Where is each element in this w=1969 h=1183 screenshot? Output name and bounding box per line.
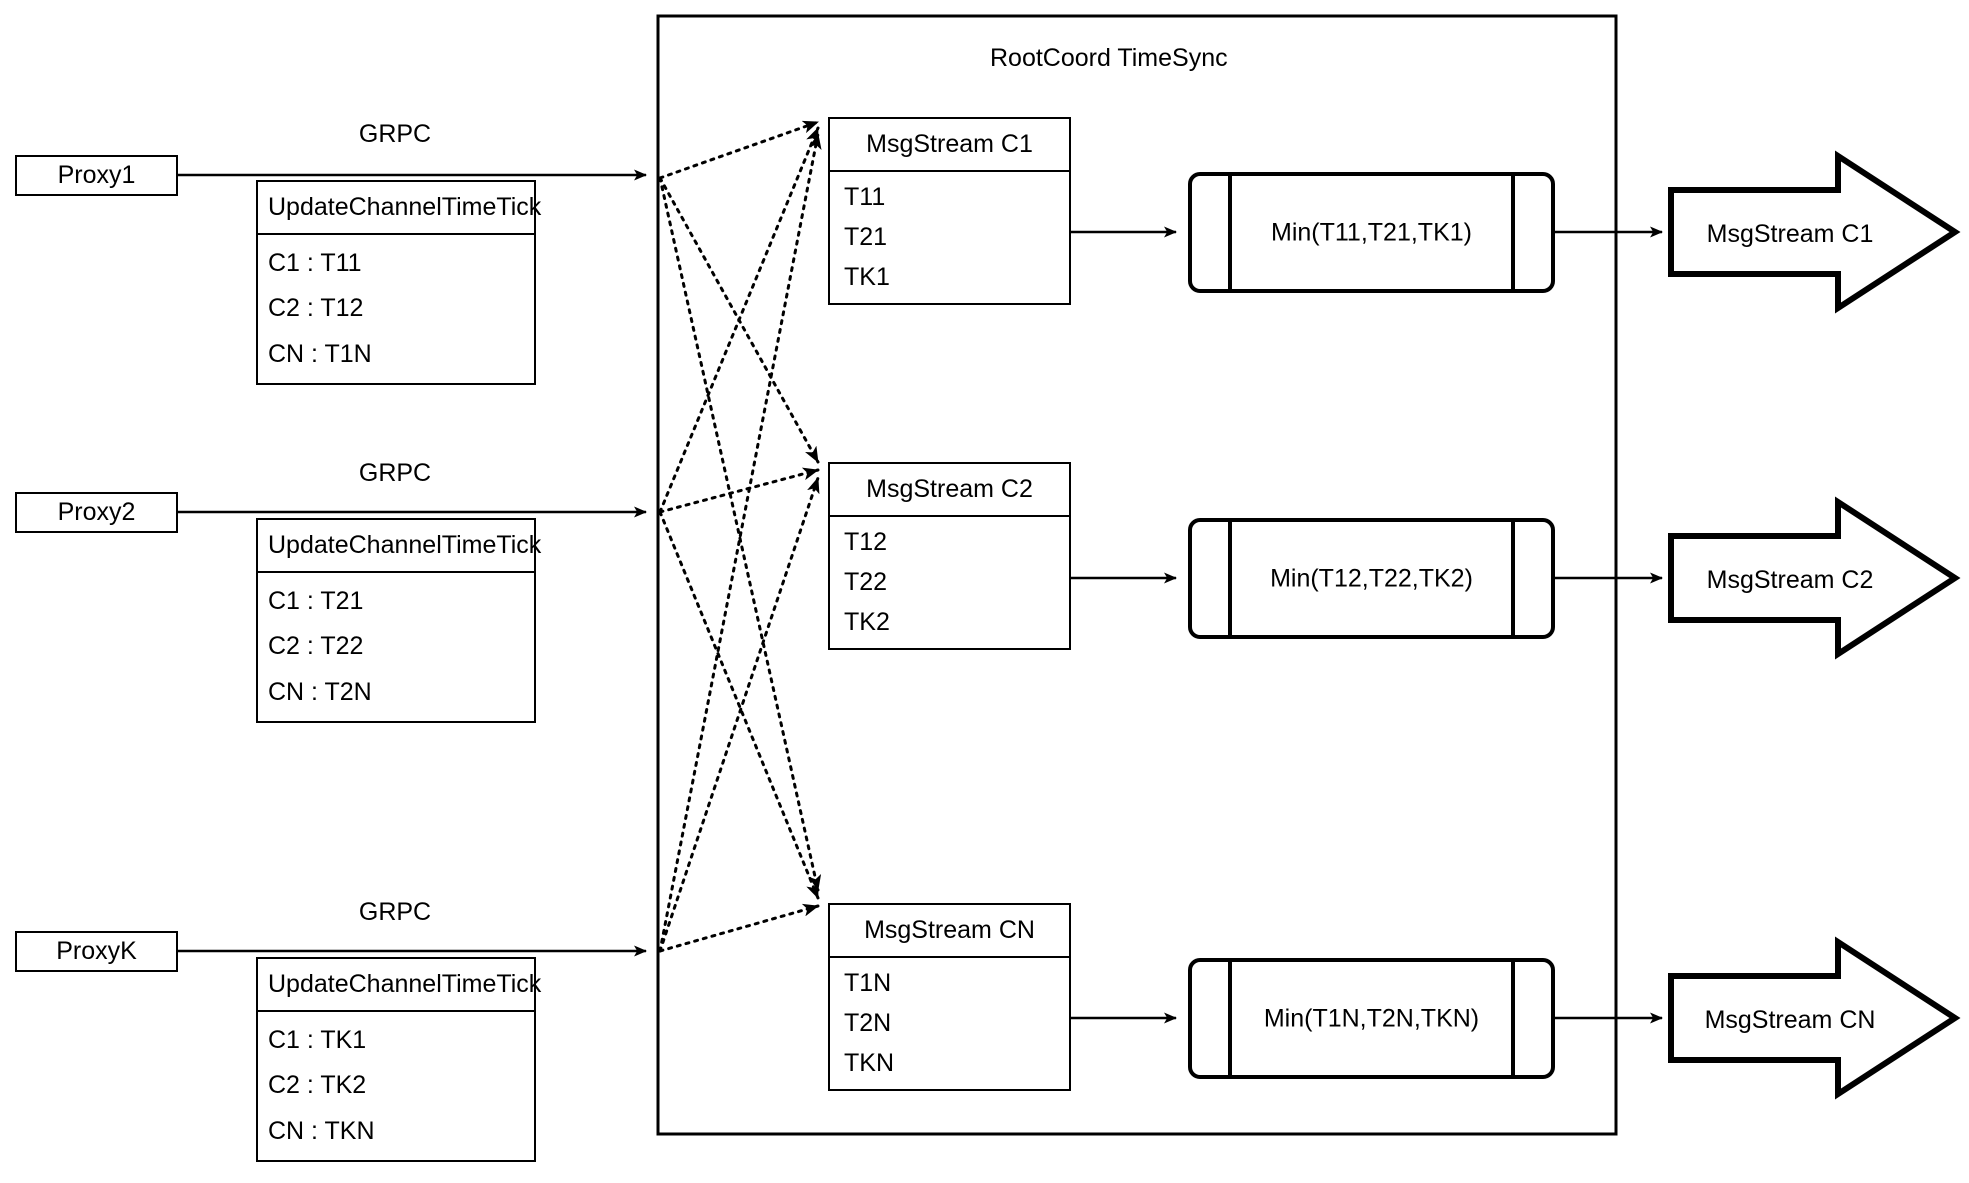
- dotted-pk-c1: [658, 132, 822, 953]
- uct-row: CN : TKN: [268, 1116, 375, 1145]
- uct-title: UpdateChannelTimeTick: [258, 182, 541, 235]
- min-label: Min(T11,T21,TK1): [1271, 218, 1472, 246]
- dotted-p2-c1: [658, 126, 820, 514]
- uct-rows: C1 : T21 C2 : T22 CN : T2N: [258, 573, 534, 721]
- uct-row: CN : T2N: [268, 677, 372, 706]
- proxy-box-1[interactable]: Proxy1: [15, 155, 178, 196]
- output-stream-label-3: MsgStream CN: [1704, 1006, 1876, 1034]
- min-process-box-2: Min(T12,T22,TK2): [1188, 518, 1555, 639]
- msgstream-tick: T22: [844, 567, 888, 596]
- msgstream-tick: T11: [844, 183, 886, 212]
- output-stream-label-1: MsgStream C1: [1706, 220, 1874, 248]
- update-channel-timetick-box-2: UpdateChannelTimeTick C1 : T21 C2 : T22 …: [256, 518, 541, 723]
- uct-row: C1 : T11: [268, 249, 362, 278]
- uct-row: CN : T1N: [268, 339, 372, 368]
- min-label: Min(T1N,T2N,TKN): [1263, 1004, 1480, 1032]
- msgstream-tick: TK1: [844, 262, 890, 291]
- proxy-box-2[interactable]: Proxy2: [15, 492, 178, 533]
- msgstream-tick: T1N: [844, 969, 892, 998]
- msgstream-tick: T2N: [844, 1008, 892, 1037]
- min-process-box-1: Min(T11,T21,TK1): [1188, 172, 1555, 293]
- grpc-label-1: GRPC: [358, 120, 432, 148]
- uct-title: UpdateChannelTimeTick: [258, 520, 541, 573]
- dotted-p1-cn: [658, 176, 822, 892]
- grpc-label-2: GRPC: [358, 459, 432, 487]
- msgstream-box-3: MsgStream CN T1N T2N TKN: [828, 903, 1071, 1091]
- msgstream-title: MsgStream C1: [830, 119, 1069, 172]
- proxy-label: Proxy2: [57, 498, 136, 526]
- min-process-box-3: Min(T1N,T2N,TKN): [1188, 958, 1555, 1079]
- msgstream-tick: T12: [844, 528, 888, 557]
- proxy-box-3[interactable]: ProxyK: [15, 931, 178, 972]
- uct-row: C1 : TK1: [268, 1026, 367, 1055]
- dotted-p2-c2: [658, 467, 820, 514]
- msgstream-box-1: MsgStream C1 T11 T21 TK1: [828, 117, 1071, 305]
- msgstream-ticks: T1N T2N TKN: [830, 958, 1069, 1089]
- dotted-p1-c2: [658, 176, 820, 464]
- proxy-label: Proxy1: [57, 161, 136, 189]
- uct-row: C2 : T22: [268, 632, 364, 661]
- min-label: Min(T12,T22,TK2): [1270, 564, 1473, 592]
- process-bar-left: [1228, 962, 1232, 1075]
- msgstream-ticks: T12 T22 TK2: [830, 517, 1069, 648]
- msgstream-title: MsgStream C2: [830, 464, 1069, 517]
- dotted-pk-cn: [658, 903, 820, 953]
- output-stream-label-2: MsgStream C2: [1706, 566, 1874, 594]
- uct-row: C2 : T12: [268, 294, 364, 323]
- dotted-p1-c1: [658, 120, 820, 180]
- rootcoord-container-title: RootCoord TimeSync: [990, 44, 1228, 72]
- process-bar-left: [1228, 522, 1232, 635]
- uct-row: C2 : TK2: [268, 1071, 367, 1100]
- msgstream-tick: TKN: [844, 1048, 894, 1077]
- msgstream-tick: TK2: [844, 607, 890, 636]
- process-bar-left: [1228, 176, 1232, 289]
- msgstream-box-2: MsgStream C2 T12 T22 TK2: [828, 462, 1071, 650]
- process-bar-right: [1511, 176, 1515, 289]
- uct-row: C1 : T21: [268, 587, 364, 616]
- process-bar-right: [1511, 522, 1515, 635]
- grpc-label-3: GRPC: [358, 898, 432, 926]
- process-bar-right: [1511, 962, 1515, 1075]
- uct-title: UpdateChannelTimeTick: [258, 959, 541, 1012]
- proxy-label: ProxyK: [56, 937, 137, 965]
- uct-rows: C1 : T11 C2 : T12 CN : T1N: [258, 235, 534, 383]
- dotted-p2-cn: [658, 510, 820, 900]
- uct-rows: C1 : TK1 C2 : TK2 CN : TKN: [258, 1012, 534, 1160]
- dotted-pk-c2: [658, 476, 820, 953]
- msgstream-ticks: T11 T21 TK1: [830, 172, 1069, 303]
- msgstream-title: MsgStream CN: [830, 905, 1069, 958]
- update-channel-timetick-box-1: UpdateChannelTimeTick C1 : T11 C2 : T12 …: [256, 180, 541, 385]
- update-channel-timetick-box-3: UpdateChannelTimeTick C1 : TK1 C2 : TK2 …: [256, 957, 541, 1162]
- msgstream-tick: T21: [844, 222, 888, 251]
